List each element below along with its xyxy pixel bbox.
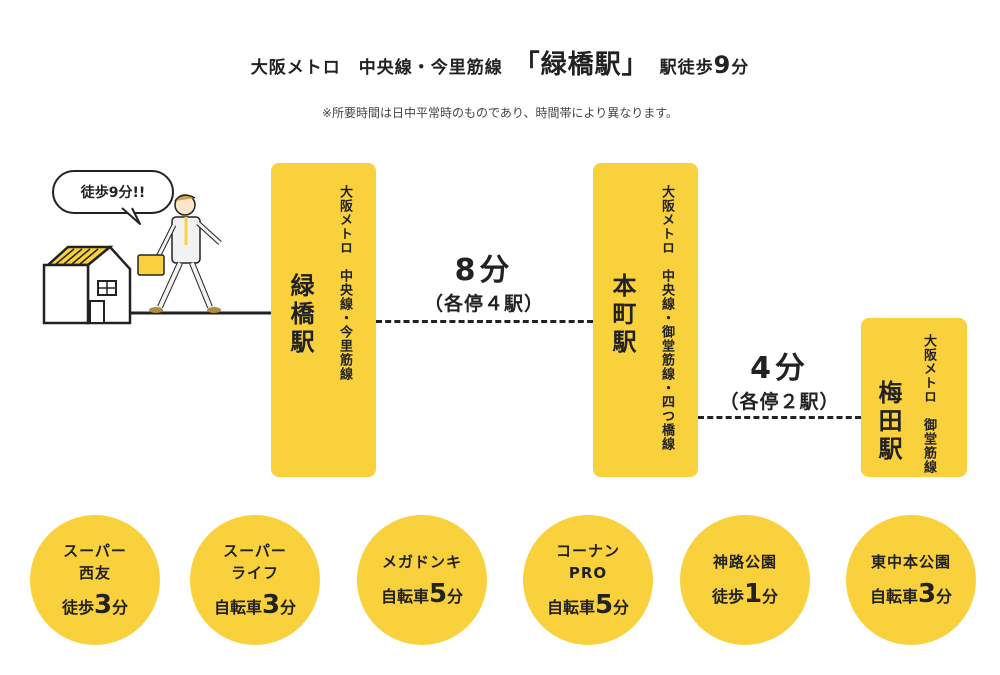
place-name: スーパー xyxy=(223,542,287,560)
access-mode: 自転車 xyxy=(869,587,918,606)
access-unit: 分 xyxy=(112,598,129,617)
route-line-1 xyxy=(376,320,593,323)
header-walk-unit: 分 xyxy=(731,58,750,78)
place-name: コーナン xyxy=(555,542,620,560)
access-mode: 徒歩 xyxy=(61,598,94,617)
segment-time: 8分 xyxy=(454,253,514,288)
place-circle-mega-donki: メガドンキ 自転車5分 xyxy=(357,515,487,645)
access-num: 3 xyxy=(917,579,937,609)
access-mode: 自転車 xyxy=(380,587,429,606)
footnote: ※所要時間は日中平常時のものであり、時間帯により異なります。 xyxy=(321,106,679,120)
access-mode: 徒歩 xyxy=(711,587,744,606)
place-name: 東中本公園 xyxy=(870,553,951,571)
place-name: スーパー xyxy=(63,542,127,560)
speech-tail-icon xyxy=(121,207,141,225)
place-access: 自転車3分 xyxy=(214,590,296,620)
station-name: 緑橋駅 xyxy=(286,273,314,357)
place-circle-seiyu: スーパー 西友 徒歩3分 xyxy=(30,515,160,645)
segment-time-2: 4分 （各停２駅） xyxy=(692,343,867,414)
place-circle-higashinakamoto-park: 東中本公園 自転車3分 xyxy=(846,515,976,645)
access-num: 5 xyxy=(428,579,448,609)
station-line: 大阪メトロ 御堂筋線 xyxy=(921,334,936,474)
access-unit: 分 xyxy=(447,587,464,606)
segment-stops: （各停２駅） xyxy=(719,391,840,413)
place-access: 徒歩1分 xyxy=(712,579,778,609)
header-line: 大阪メトロ 中央線・今里筋線 xyxy=(250,58,503,78)
header-station: 「緑橋駅」 xyxy=(513,50,649,80)
place-name: メガドンキ xyxy=(381,553,462,571)
segment-time: 4分 xyxy=(750,351,809,386)
station-box-midoribashi: 緑橋駅 大阪メトロ 中央線・今里筋線 xyxy=(271,163,376,477)
walking-man-house-illustration xyxy=(42,194,275,325)
place-access: 自転車3分 xyxy=(870,579,952,609)
place-name: 西友 xyxy=(78,564,111,582)
access-num: 3 xyxy=(93,590,113,620)
access-num: 3 xyxy=(261,590,281,620)
header-walk: 駅徒歩 xyxy=(659,58,714,78)
place-circle-kohnan-pro: コーナン PRO 自転車5分 xyxy=(523,515,653,645)
place-access: 自転車5分 xyxy=(547,590,629,620)
station-box-honmachi: 本町駅 大阪メトロ 中央線・御堂筋線・四つ橋線 xyxy=(593,163,698,477)
place-access: 自転車5分 xyxy=(381,579,463,609)
place-circle-kamiji-park: 神路公園 徒歩1分 xyxy=(680,515,810,645)
speech-bubble: 徒歩9分!! xyxy=(52,170,174,214)
house-icon xyxy=(42,245,132,325)
access-unit: 分 xyxy=(762,587,779,606)
header-walk-num: 9 xyxy=(713,51,732,79)
access-unit: 分 xyxy=(280,598,297,617)
access-mode: 自転車 xyxy=(546,598,595,617)
place-name: 神路公園 xyxy=(712,553,777,571)
walking-man-icon xyxy=(137,194,222,313)
place-name: PRO xyxy=(568,564,608,582)
access-num: 1 xyxy=(743,579,763,609)
access-mode: 自転車 xyxy=(213,598,262,617)
station-line: 大阪メトロ 中央線・御堂筋線・四つ橋線 xyxy=(659,185,674,451)
segment-time-1: 8分 （各停４駅） xyxy=(394,245,574,316)
station-name: 本町駅 xyxy=(608,273,636,357)
place-access: 徒歩3分 xyxy=(62,590,128,620)
place-circle-life: スーパー ライフ 自転車3分 xyxy=(190,515,320,645)
place-name: ライフ xyxy=(230,564,279,582)
station-box-umeda: 梅田駅 大阪メトロ 御堂筋線 xyxy=(861,318,967,477)
station-line: 大阪メトロ 中央線・今里筋線 xyxy=(337,185,352,381)
access-unit: 分 xyxy=(613,598,630,617)
station-name: 梅田駅 xyxy=(874,380,902,464)
route-line-2 xyxy=(698,416,861,419)
page-title: 大阪メトロ 中央線・今里筋線 「緑橋駅」 駅徒歩9分 xyxy=(0,44,1000,81)
segment-stops: （各停４駅） xyxy=(423,293,544,315)
speech-text: 徒歩9分!! xyxy=(80,185,146,201)
access-num: 5 xyxy=(594,590,614,620)
access-unit: 分 xyxy=(936,587,953,606)
